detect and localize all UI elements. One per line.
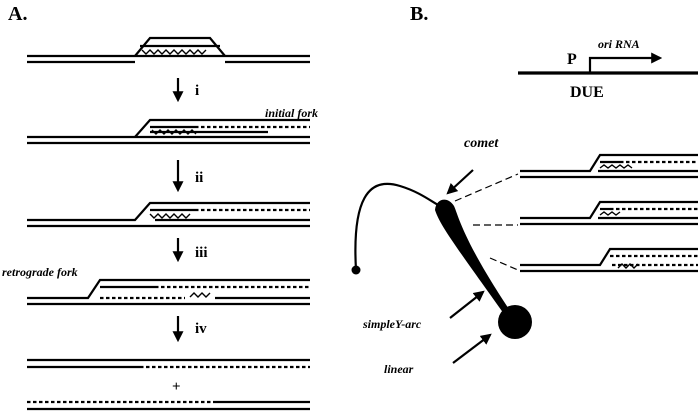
- linear-label: linear: [384, 362, 414, 376]
- ori-rna-label: ori RNA: [598, 37, 640, 51]
- step-i-label: i: [195, 83, 199, 99]
- row-elongation: [27, 201, 310, 228]
- connector-3: [489, 257, 519, 271]
- comet-signal: [435, 199, 515, 321]
- intermediate-2: [520, 200, 698, 226]
- row-daughters: [27, 358, 310, 411]
- step-iv-label: iv: [195, 321, 207, 337]
- origin-map: [518, 52, 698, 75]
- simple-y-arc-arrow: [449, 290, 485, 319]
- promoter-label: P: [567, 51, 577, 68]
- row-retrograde-fork: [27, 278, 310, 306]
- retrograde-fork-label: retrograde fork: [2, 265, 78, 279]
- comet-label: comet: [464, 136, 499, 151]
- row-initial-fork: [27, 118, 310, 145]
- linear-origin-spot: [351, 265, 361, 275]
- linear-spot: [498, 305, 532, 339]
- step-ii-label: ii: [195, 170, 203, 186]
- step-iii-label: iii: [195, 245, 208, 261]
- comet-arrow: [446, 169, 474, 195]
- gel-pattern: [351, 182, 532, 339]
- connector-1: [454, 173, 519, 202]
- panel-b-label: B.: [410, 3, 428, 25]
- plus-sign: +: [172, 379, 181, 395]
- due-label: DUE: [570, 84, 604, 101]
- row-bubble: [27, 36, 310, 64]
- intermediate-3: [520, 247, 698, 273]
- simple-y-arc-label: simpleY-arc: [362, 317, 422, 331]
- initial-fork-label: initial fork: [265, 106, 318, 120]
- linear-arrow: [452, 333, 492, 364]
- panel-a-label: A.: [8, 3, 27, 25]
- intermediate-1: [520, 153, 698, 179]
